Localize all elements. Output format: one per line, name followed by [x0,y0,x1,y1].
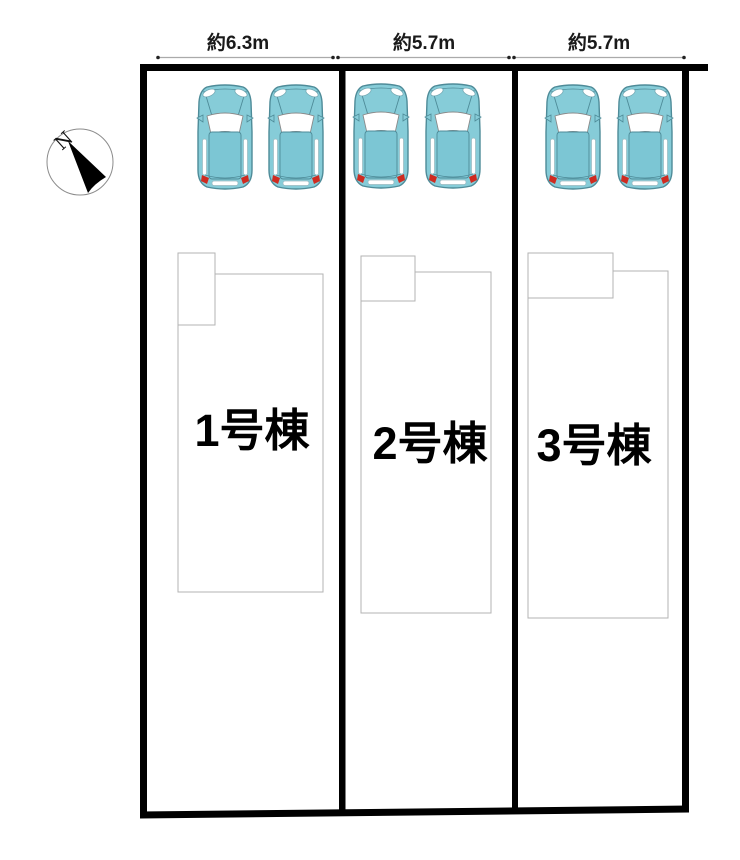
building-1-notch [177,252,216,326]
building-3-outline [527,270,669,619]
dimension-lot-2: 約5.7m [336,31,511,60]
lot-divider-1-2 [339,64,346,814]
compass-needle-icon [68,141,106,193]
building-2-notch [360,255,416,302]
dimension-tick [336,55,340,60]
dimension-tick [512,55,516,60]
dimension-tick [331,55,335,60]
car-icon [544,84,602,190]
plot-border-left [140,64,147,818]
plot-border-right [682,64,689,812]
building-3: 3号棟 [527,252,669,619]
parking-area [196,83,674,190]
dimension-tick [682,55,686,60]
lot-divider-2-3 [512,64,518,812]
building-2: 2号棟 [360,255,492,614]
building-label-1: 1号棟 [194,405,310,456]
building-2-outline [360,271,492,614]
dimension-label-lot-1: 約6.3m [207,31,269,54]
compass: N [46,127,114,196]
car-icon [424,83,482,189]
car-icon [616,84,674,190]
building-label-3: 3号棟 [536,420,652,471]
dimension-label-lot-3: 約5.7m [568,31,630,54]
dimension-tick [156,55,160,60]
building-3-notch [527,252,614,299]
car-icon [267,84,325,190]
dimension-lot-3: 約5.7m [512,31,686,60]
building-label-2: 2号棟 [372,418,488,469]
plot-border-bottom [140,805,689,819]
dimension-tick [507,55,511,60]
plot-border-top [140,64,708,71]
plot-boundary [140,64,708,819]
dimension-label-lot-2: 約5.7m [393,31,455,54]
dimension-lot-1: 約6.3m [156,31,335,60]
car-icon [196,84,254,190]
compass-circle [46,128,114,196]
building-1-outline [177,273,324,593]
building-1: 1号棟 [177,252,324,593]
car-icon [352,83,410,189]
